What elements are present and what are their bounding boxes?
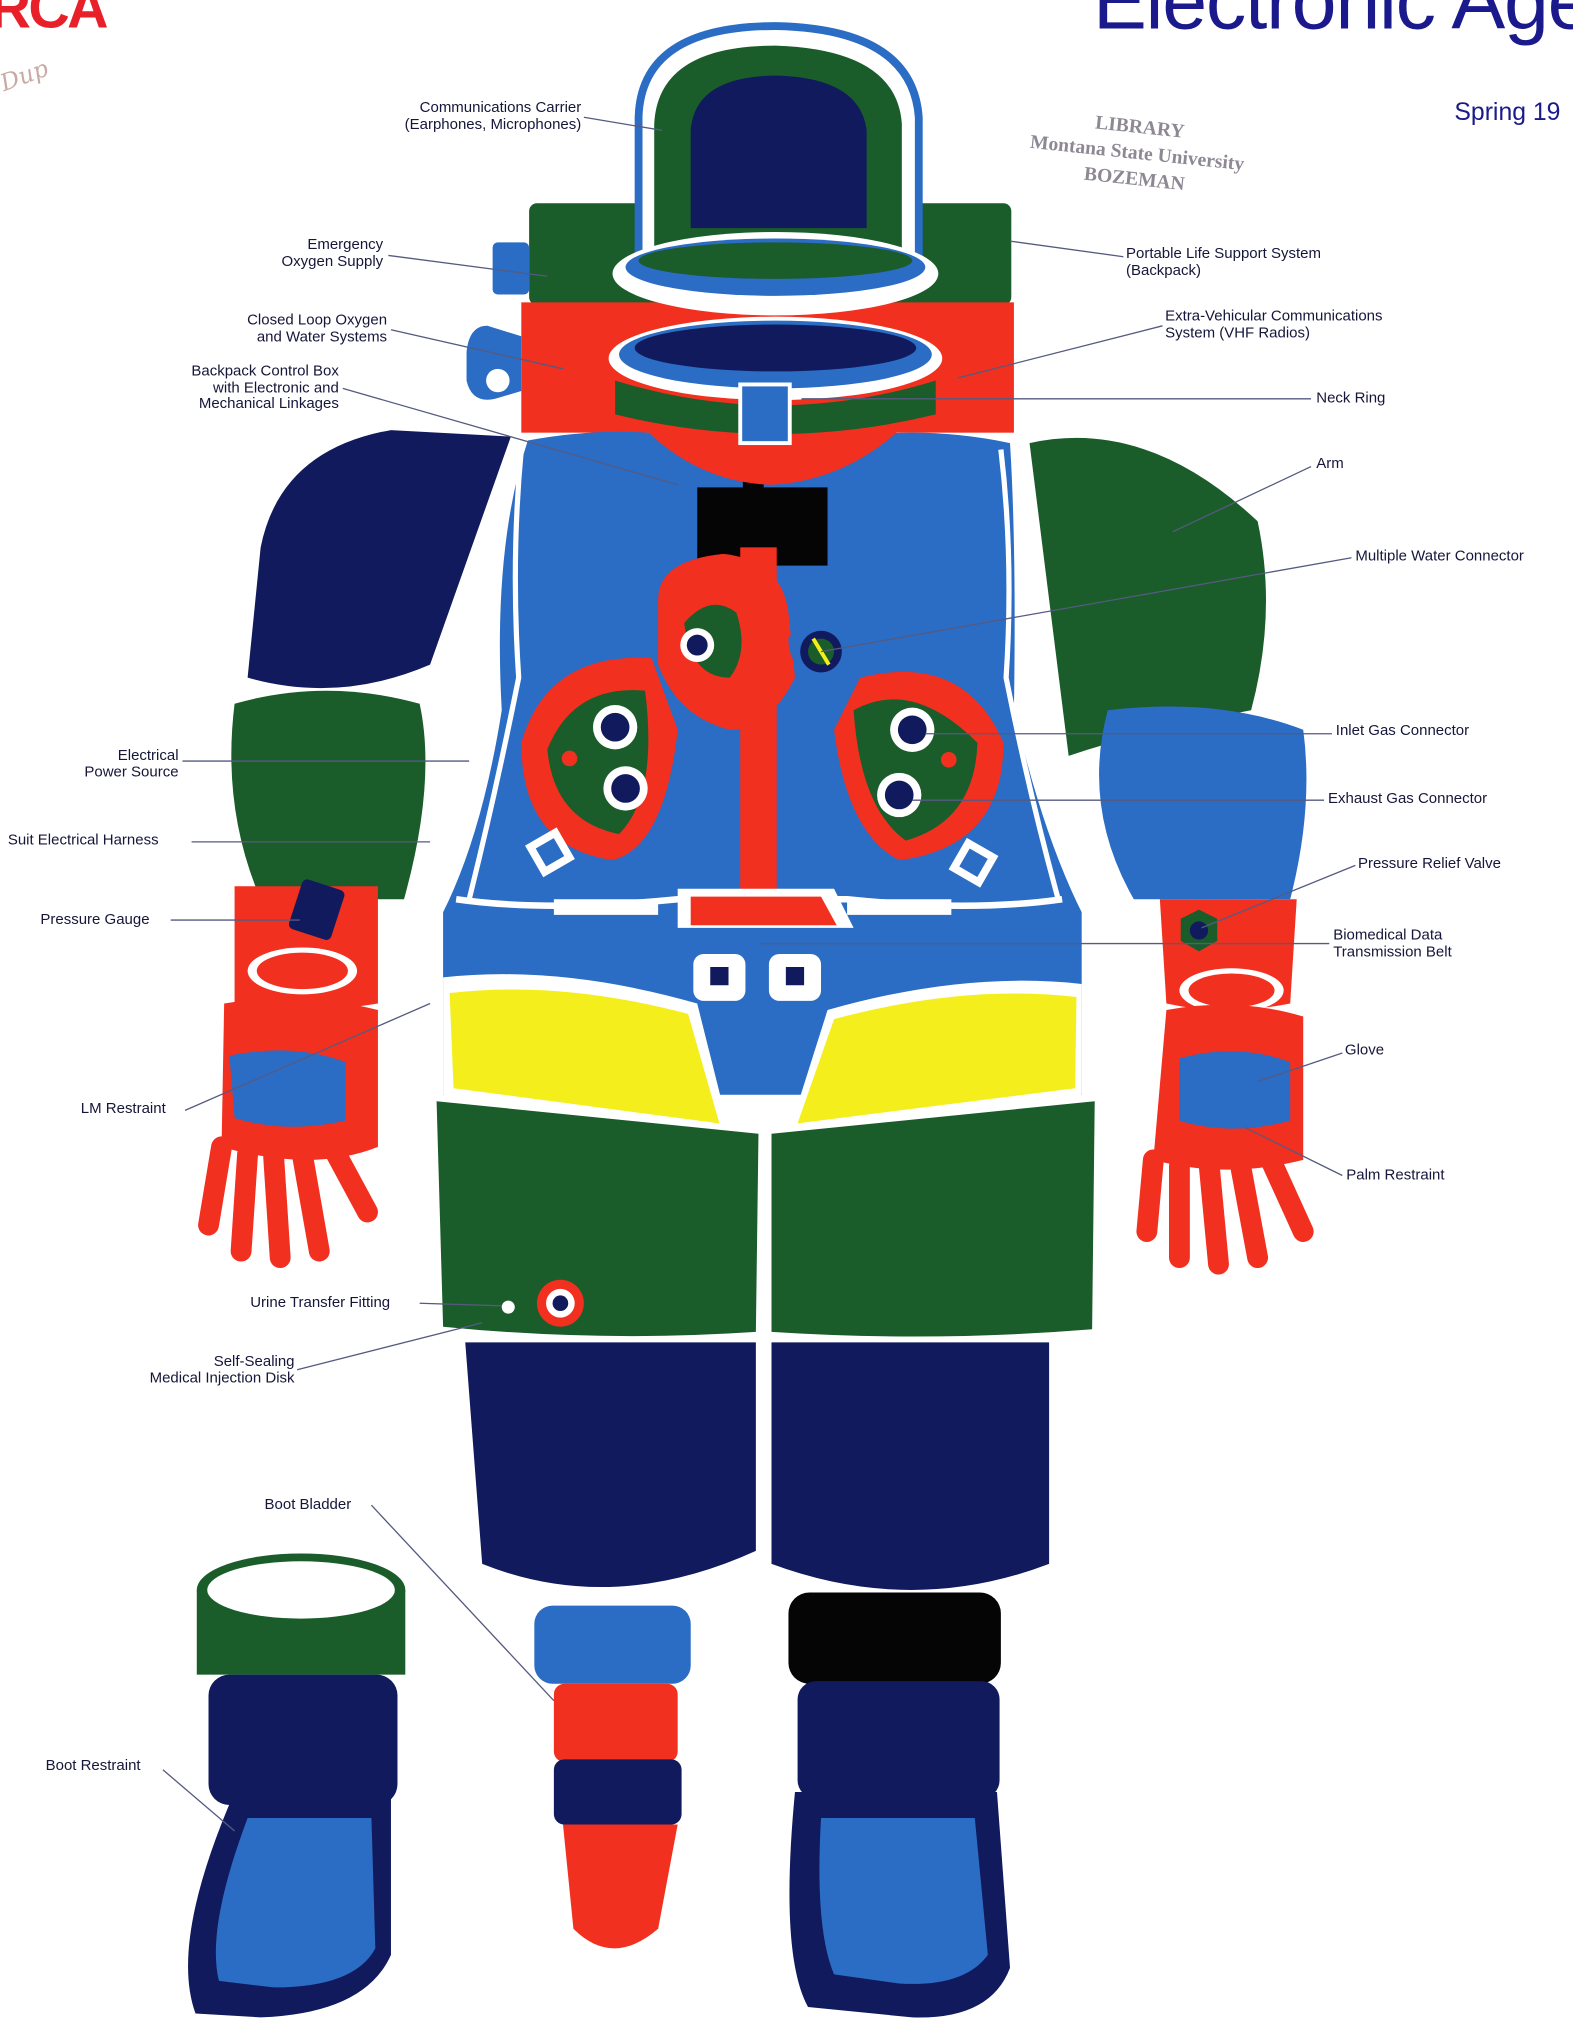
label-arm: Arm (1316, 456, 1343, 472)
label-pressure-gauge: Pressure Gauge (40, 912, 149, 928)
label-suit-harness: Suit Electrical Harness (8, 833, 159, 849)
label-palm-restraint: Palm Restraint (1346, 1168, 1444, 1184)
boot (188, 1553, 405, 2017)
label-boot-restraint: Boot Restraint (46, 1758, 141, 1774)
label-ev-comm: Extra-Vehicular Communications System (V… (1165, 309, 1382, 342)
helmet (609, 26, 943, 485)
label-relief-valve: Pressure Relief Valve (1358, 856, 1501, 872)
label-communications-carrier: Communications Carrier (Earphones, Micro… (405, 100, 582, 133)
label-backpack-control: Backpack Control Box with Electronic and… (191, 364, 338, 413)
label-emergency-oxygen: Emergency Oxygen Supply (281, 237, 383, 270)
label-plss: Portable Life Support System (Backpack) (1126, 246, 1321, 279)
label-boot-bladder: Boot Bladder (265, 1497, 352, 1513)
legs (437, 1101, 1095, 2017)
label-injection-disk: Self-Sealing Medical Injection Disk (150, 1354, 295, 1387)
label-lm-restraint: LM Restraint (81, 1101, 166, 1117)
label-electrical-power: Electrical Power Source (84, 748, 178, 781)
torso (443, 432, 1082, 1134)
label-biomed-belt: Biomedical Data Transmission Belt (1333, 928, 1452, 961)
label-inlet-gas: Inlet Gas Connector (1336, 723, 1469, 739)
label-glove: Glove (1345, 1043, 1384, 1059)
label-neck-ring: Neck Ring (1316, 391, 1385, 407)
label-closed-loop: Closed Loop Oxygen and Water Systems (247, 313, 387, 346)
label-urine-fitting: Urine Transfer Fitting (250, 1295, 390, 1311)
label-exhaust-gas: Exhaust Gas Connector (1328, 791, 1487, 807)
label-water-connector: Multiple Water Connector (1355, 549, 1524, 565)
